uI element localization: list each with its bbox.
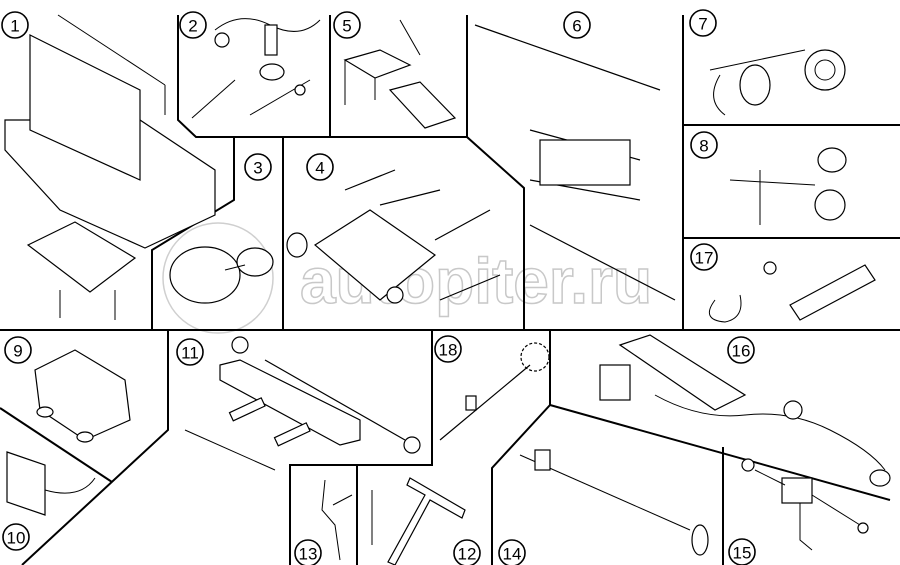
callout-number: 2 xyxy=(188,17,197,36)
section-14-marker-drawing xyxy=(519,449,709,556)
callout-number: 13 xyxy=(299,545,318,564)
callout-circle xyxy=(1,11,29,39)
callout-circle xyxy=(4,336,32,364)
section-13-lever-drawing xyxy=(321,479,353,561)
callout-circle xyxy=(453,539,481,565)
callout-circle xyxy=(728,538,756,565)
callout-hopper[interactable]: 1 xyxy=(1,11,29,39)
callout-drive-sprocket[interactable]: 18 xyxy=(434,335,462,363)
callout-circle xyxy=(434,335,462,363)
section-3-fan-drawing xyxy=(169,246,274,304)
callout-reflector-sign[interactable]: 10 xyxy=(2,523,30,551)
callout-jack-lever[interactable]: 13 xyxy=(294,539,322,565)
section-5-steps-drawing xyxy=(343,19,457,129)
callout-stand[interactable]: 12 xyxy=(453,539,481,565)
section-18-sprocket-drawing xyxy=(439,342,550,441)
callout-circle xyxy=(689,9,717,37)
callout-number: 8 xyxy=(699,137,708,156)
section-11-axle-drawing xyxy=(184,336,421,471)
callout-number: 3 xyxy=(253,159,262,178)
callout-number: 6 xyxy=(572,17,581,36)
section-2-hoses-drawing xyxy=(191,18,321,119)
callout-number: 7 xyxy=(698,15,707,34)
callout-circle xyxy=(498,539,526,565)
callout-number: 4 xyxy=(315,159,324,178)
callout-axle-frame[interactable]: 11 xyxy=(176,338,204,366)
callout-number: 14 xyxy=(503,545,522,564)
callout-circle xyxy=(690,243,718,271)
callout-electrical-box[interactable]: 16 xyxy=(727,336,755,364)
section-8-press-wheel-drawing xyxy=(729,147,847,225)
section-12-stand-drawing xyxy=(371,477,466,565)
section-6-tine-bars-drawing xyxy=(474,24,676,301)
callout-wiring-harness[interactable]: 15 xyxy=(728,538,756,565)
section-1-hopper-drawing xyxy=(4,14,216,320)
callout-circle xyxy=(179,11,207,39)
section-10-reflector-drawing xyxy=(6,451,96,516)
callout-steps[interactable]: 5 xyxy=(333,11,361,39)
callout-fan[interactable]: 3 xyxy=(244,153,272,181)
callout-circle xyxy=(690,131,718,159)
section-17-cylinder-drawing xyxy=(708,261,876,323)
callout-hydraulic-lines[interactable]: 2 xyxy=(179,11,207,39)
section-7-coulter-drawing xyxy=(709,49,846,116)
callout-number: 5 xyxy=(342,17,351,36)
callout-circle xyxy=(306,153,334,181)
callout-marker-arm[interactable]: 14 xyxy=(498,539,526,565)
callout-number: 1 xyxy=(10,17,19,36)
callout-circle xyxy=(176,338,204,366)
section-15-harness-drawing xyxy=(741,458,869,551)
callout-number: 10 xyxy=(7,529,26,548)
callout-number: 11 xyxy=(181,344,199,363)
callout-frame-arms[interactable]: 4 xyxy=(306,153,334,181)
callout-number: 18 xyxy=(439,341,458,360)
callout-number: 15 xyxy=(733,544,752,563)
callout-circle xyxy=(244,153,272,181)
callout-hitch-bracket[interactable]: 9 xyxy=(4,336,32,364)
callout-number: 12 xyxy=(458,545,477,564)
callout-circle xyxy=(727,336,755,364)
section-16-electrical-box-drawing xyxy=(599,334,891,487)
callout-circle xyxy=(2,523,30,551)
callout-hydraulic-cylinder[interactable]: 17 xyxy=(690,243,718,271)
panel-dividers xyxy=(0,15,900,565)
callout-press-wheel-assembly[interactable]: 8 xyxy=(690,131,718,159)
section-9-bracket-drawing xyxy=(34,349,131,443)
watermark-logo-icon xyxy=(162,222,274,334)
callout-circle xyxy=(294,539,322,565)
callout-number: 9 xyxy=(13,342,22,361)
section-4-arms-drawing xyxy=(286,169,501,304)
callout-tine-bars[interactable]: 6 xyxy=(563,11,591,39)
callout-coulter-assembly[interactable]: 7 xyxy=(689,9,717,37)
callout-number: 16 xyxy=(732,342,751,361)
callout-circle xyxy=(333,11,361,39)
callout-number: 17 xyxy=(695,249,714,268)
callout-circle xyxy=(563,11,591,39)
